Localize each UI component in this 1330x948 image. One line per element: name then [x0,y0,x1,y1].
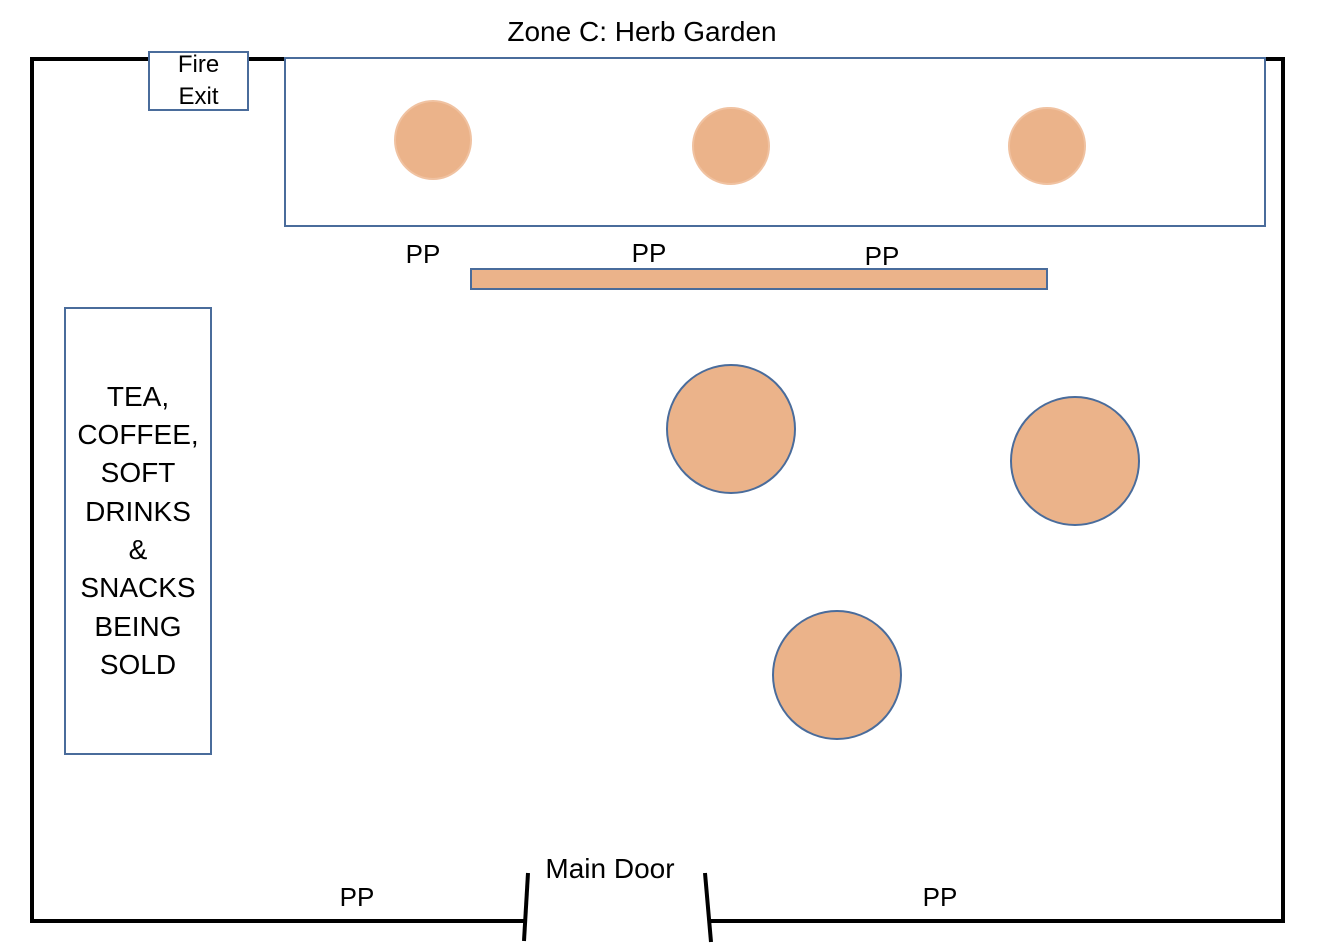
stall-label-line: BEING [94,610,182,642]
herb-pot [692,107,770,185]
stall-label-line: SOFT [100,457,176,489]
fire-exit-label-line-1: Fire [177,51,220,78]
power-point: PP [339,882,375,912]
door-jamb-left [522,872,530,942]
long-table [470,268,1048,290]
stall-label-line: COFFEE, [77,419,199,451]
stall-label-line: SNACKS [80,572,196,604]
page-title: Zone C: Herb Garden [507,16,777,47]
round-table [666,364,796,494]
herb-pot [394,100,472,180]
stall-label-line: & [128,534,148,565]
refreshment-stall: TEA, COFFEE, SOFT DRINKS & SNACKS BEING … [64,307,212,755]
power-point: PP [864,241,900,271]
fire-exit-label-line-2: Exit [178,83,219,110]
power-point: PP [631,238,667,268]
main-door-label: Main Door [545,853,675,884]
power-point: PP [922,882,958,912]
round-table [772,610,902,740]
round-table [1010,396,1140,526]
power-point: PP [405,239,441,269]
herb-pot [1008,107,1086,185]
stall-label-line: DRINKS [85,495,191,527]
stall-label-line: SOLD [99,648,177,680]
door-jamb-right [703,872,713,943]
fire-exit: Fire Exit [148,51,249,111]
stall-label-line: TEA, [106,380,170,412]
door-opening [527,917,709,927]
